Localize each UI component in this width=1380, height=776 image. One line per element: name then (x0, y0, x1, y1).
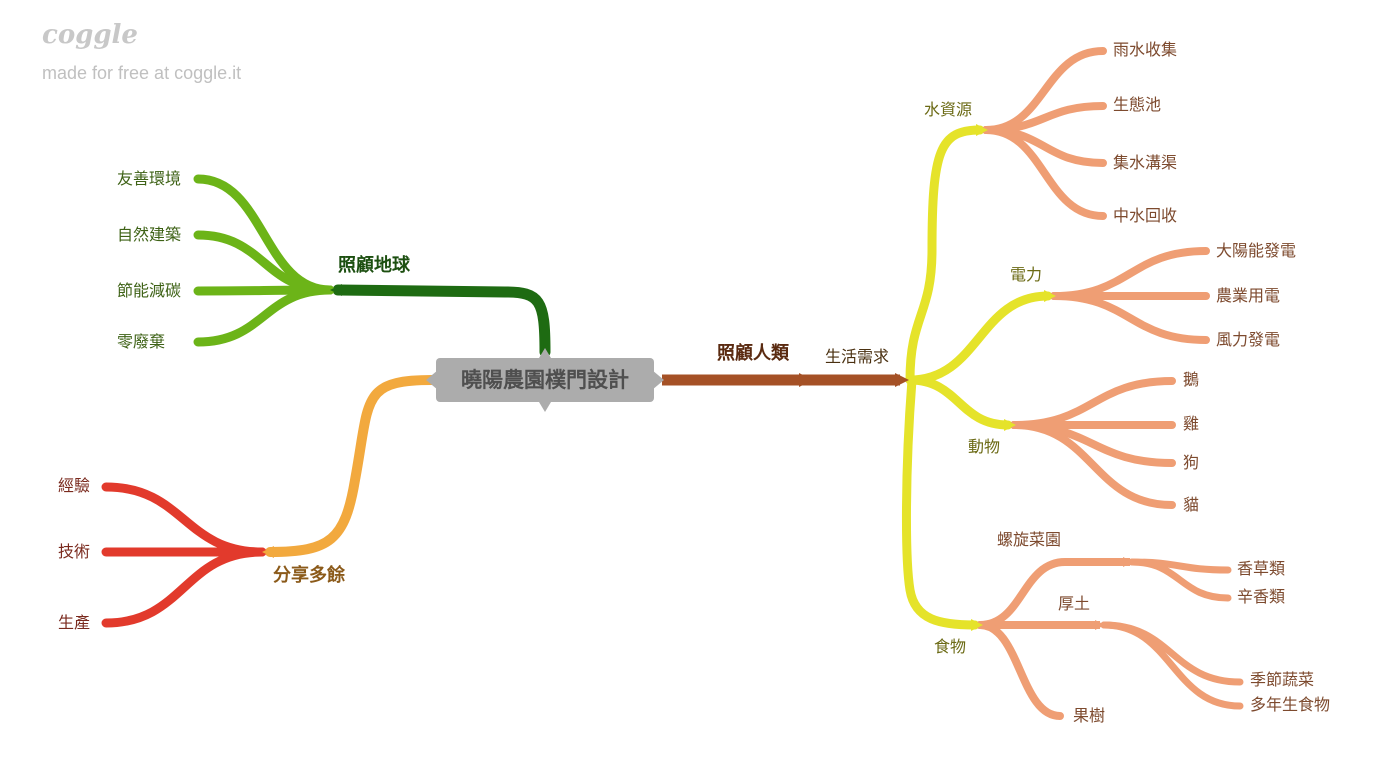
node-spiral-1[interactable]: 香草類 (1237, 559, 1286, 578)
node-food[interactable]: 食物 (934, 637, 967, 656)
coggle-logo[interactable]: coggle (42, 20, 138, 50)
arrow-life (895, 373, 909, 387)
node-animal-2[interactable]: 雞 (1183, 414, 1200, 433)
arrow-people (799, 373, 813, 387)
node-water-4[interactable]: 中水回收 (1113, 206, 1178, 225)
node-earth-1[interactable]: 友善環境 (117, 169, 182, 188)
mindmap-edges (101, 47, 1244, 720)
edge-water-2 (982, 102, 1107, 134)
node-animal-3[interactable]: 狗 (1183, 453, 1200, 472)
node-care-people[interactable]: 照顧人類 (717, 343, 789, 364)
arrow-food (971, 619, 983, 631)
node-soil-1[interactable]: 季節蔬菜 (1250, 670, 1315, 689)
root-node[interactable]: 曉陽農園樸門設計 (436, 358, 654, 402)
edge-food-tree (976, 621, 1064, 720)
edge-spiral-2 (1128, 558, 1232, 602)
edge-soil-2 (1100, 621, 1244, 710)
edge-life-water-b (927, 125, 985, 255)
arrow-share (262, 546, 274, 558)
edge-life-power (905, 291, 1053, 385)
root-node-right-notch (652, 370, 664, 390)
edge-share-3 (101, 547, 267, 628)
node-fruit-trees[interactable]: 果樹 (1073, 706, 1106, 725)
arrow-water (976, 124, 988, 136)
node-earth-3[interactable]: 節能減碳 (117, 281, 182, 300)
node-water-2[interactable]: 生態池 (1113, 95, 1162, 114)
edge-animal-4 (1010, 421, 1176, 509)
node-soil-2[interactable]: 多年生食物 (1250, 695, 1331, 714)
arrow-spiral (1123, 557, 1133, 567)
edge-animal-1 (1010, 377, 1176, 429)
edge-life-water-a (905, 245, 937, 385)
node-power-3[interactable]: 風力發電 (1216, 330, 1281, 349)
node-thick-soil[interactable]: 厚土 (1058, 594, 1091, 613)
node-care-earth[interactable]: 照顧地球 (338, 255, 410, 276)
edge-root-share (265, 375, 437, 557)
node-water-3[interactable]: 集水溝渠 (1113, 153, 1178, 172)
arrow-animal (1004, 419, 1016, 431)
node-power-1[interactable]: 大陽能發電 (1216, 241, 1297, 260)
edge-life-food (901, 375, 980, 630)
edge-root-earth (332, 284, 551, 358)
arrow-power (1044, 290, 1056, 302)
node-share-surplus[interactable]: 分享多餘 (273, 565, 345, 586)
node-share-3[interactable]: 生產 (58, 613, 91, 632)
node-earth-4[interactable]: 零廢棄 (117, 332, 166, 351)
node-animal-1[interactable]: 鵝 (1183, 370, 1200, 389)
node-earth-2[interactable]: 自然建築 (117, 225, 182, 244)
mindmap-arrowheads (262, 124, 1133, 631)
node-spiral-2[interactable]: 辛香類 (1237, 587, 1286, 606)
node-animal-4[interactable]: 貓 (1183, 495, 1200, 514)
edge-soil-1 (1100, 621, 1244, 686)
node-share-1[interactable]: 經驗 (58, 476, 91, 495)
node-spiral-garden[interactable]: 螺旋菜園 (997, 530, 1062, 549)
node-power-2[interactable]: 農業用電 (1216, 286, 1281, 305)
arrow-earth (330, 284, 342, 296)
node-share-2[interactable]: 技術 (58, 542, 91, 561)
edge-power-1 (1050, 247, 1210, 300)
root-node-notches (539, 348, 551, 412)
edge-water-4 (982, 126, 1107, 220)
node-water[interactable]: 水資源 (924, 100, 973, 119)
node-animal[interactable]: 動物 (968, 437, 1001, 456)
node-life-needs[interactable]: 生活需求 (825, 347, 890, 366)
coggle-tagline[interactable]: made for free at coggle.it (42, 63, 242, 83)
edge-power-3 (1050, 292, 1210, 344)
edge-share-1 (101, 482, 267, 557)
root-node-left-notch (426, 370, 438, 390)
edge-food-spiral (976, 558, 1069, 629)
arrow-soil (1095, 620, 1105, 630)
edge-earth-4 (193, 285, 335, 347)
edge-life-animal (905, 375, 1013, 430)
node-power[interactable]: 電力 (1010, 265, 1043, 284)
node-water-1[interactable]: 雨水收集 (1113, 40, 1178, 59)
